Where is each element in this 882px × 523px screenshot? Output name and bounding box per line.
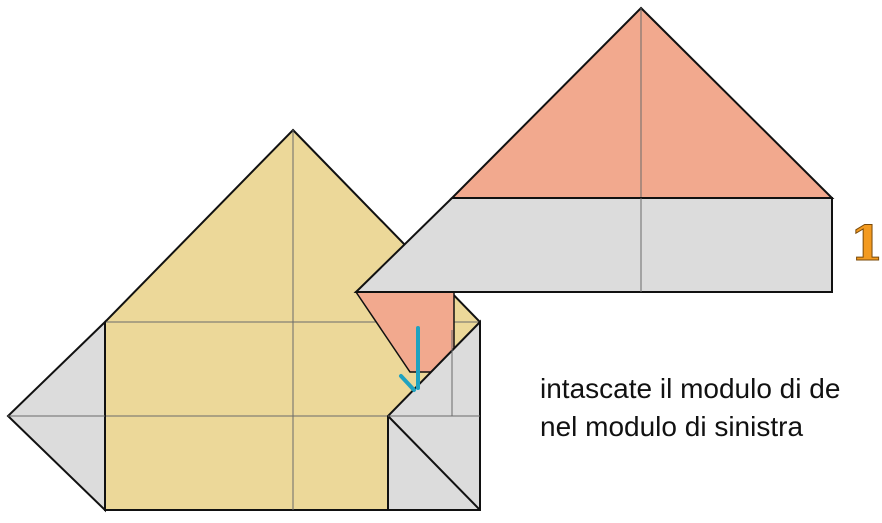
right-module <box>353 6 835 293</box>
right-side-flap-diagonal <box>387 415 481 511</box>
step-number: 1 <box>849 216 882 272</box>
right-side-flap <box>387 319 481 511</box>
down-arrow-icon <box>399 326 420 392</box>
instruction-line-1: intascate il modulo di de <box>540 373 841 404</box>
right-module-salmon-triangle <box>449 6 835 199</box>
instruction-text: intascate il modulo di de nel modulo di … <box>540 370 840 446</box>
instruction-line-2: nel modulo di sinistra <box>540 411 804 442</box>
right-module-grey-band <box>353 197 833 293</box>
